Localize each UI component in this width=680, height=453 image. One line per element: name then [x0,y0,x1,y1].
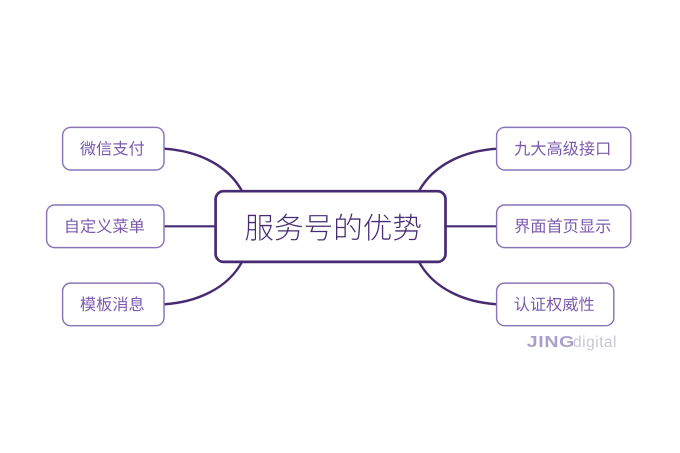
svg-text:digital: digital [573,334,617,351]
svg-text:JING: JING [527,333,575,351]
